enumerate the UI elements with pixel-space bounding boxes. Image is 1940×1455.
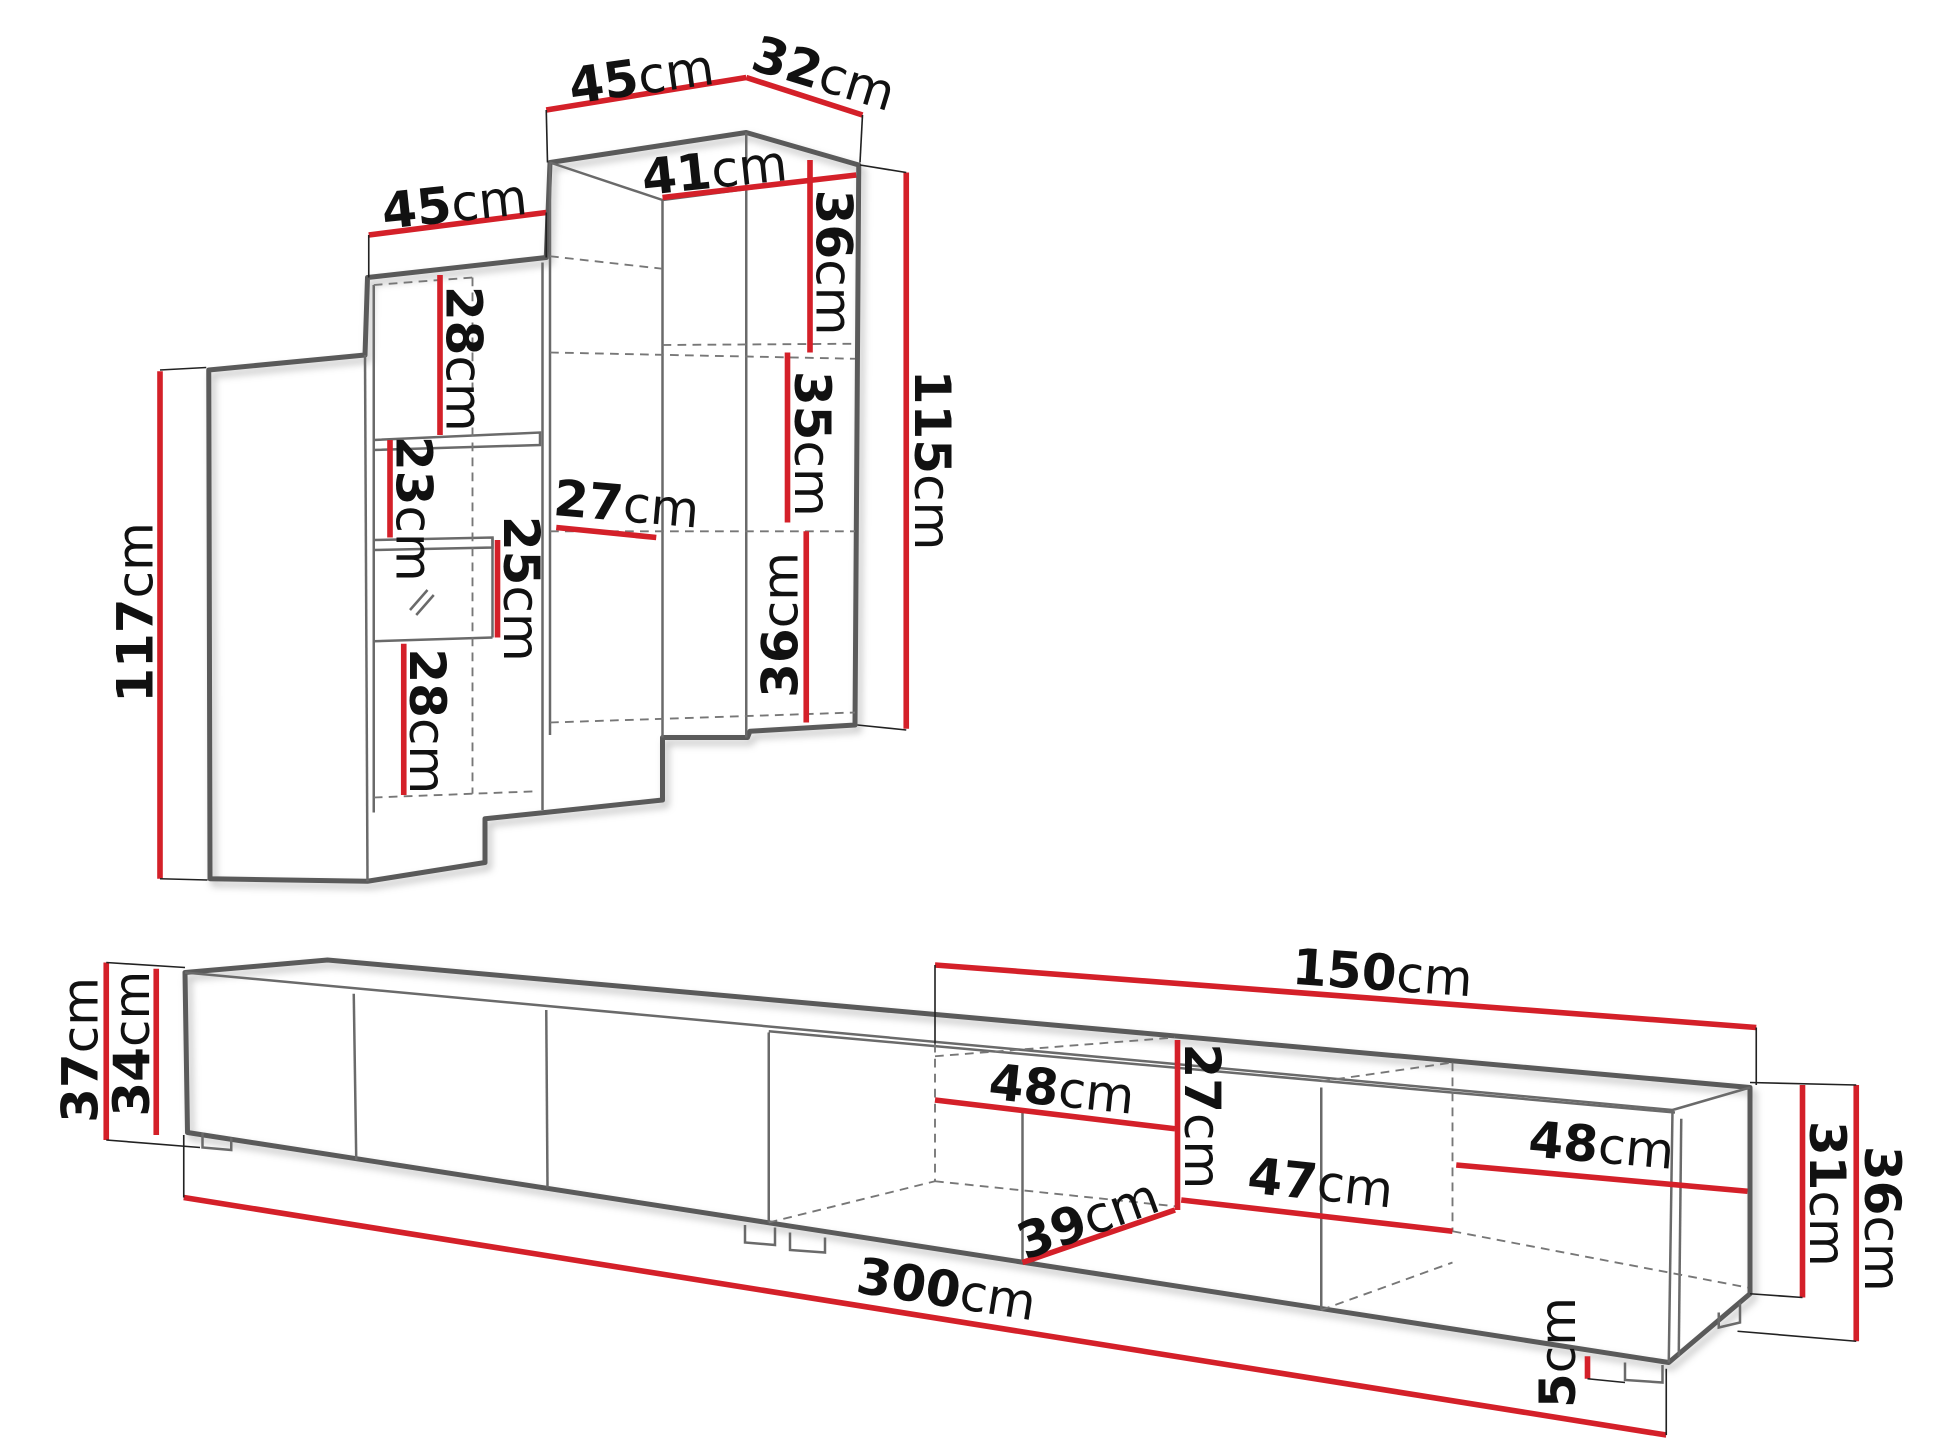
tv-stand-dimensions <box>103 961 1860 1438</box>
wall-unit-outline <box>206 130 862 884</box>
tv-stand-labels: 150cm 300cm 37cm 34cm 48cm 27cm 39cm 47c… <box>52 938 1912 1408</box>
label-5cm: 5cm <box>1529 1297 1587 1408</box>
label-32cm-depth: 32cm <box>746 25 902 123</box>
label-34cm: 34cm <box>103 971 161 1117</box>
label-48cm-left: 48cm <box>986 1053 1137 1126</box>
label-36cm-bottom-shelf: 36cm <box>752 552 810 698</box>
label-35cm: 35cm <box>783 371 841 517</box>
wall-unit-dimensions <box>157 74 910 881</box>
label-47cm: 47cm <box>1245 1147 1396 1220</box>
label-45cm-tall-cabinet: 45cm <box>565 38 717 116</box>
tv-stand-inner-lines <box>184 971 1751 1384</box>
label-36cm-right: 36cm <box>1853 1146 1911 1292</box>
wall-unit <box>206 130 862 884</box>
label-36cm-top-shelf: 36cm <box>804 190 862 336</box>
label-39cm: 39cm <box>1010 1167 1167 1271</box>
label-28cm-bottom: 28cm <box>398 648 456 794</box>
label-31cm: 31cm <box>1798 1121 1856 1267</box>
label-27cm-height: 27cm <box>1173 1043 1231 1189</box>
label-28cm-top: 28cm <box>434 286 492 432</box>
label-23cm: 23cm <box>384 436 442 582</box>
wall-unit-labels: 117cm 45cm 45cm 32cm 41cm 36cm 35cm 36cm… <box>107 25 962 794</box>
label-115cm: 115cm <box>903 370 961 551</box>
label-48cm-right: 48cm <box>1526 1110 1676 1180</box>
label-150cm: 150cm <box>1290 938 1474 1008</box>
label-45cm-left-cabinet: 45cm <box>379 168 530 241</box>
label-117cm: 117cm <box>107 522 165 703</box>
label-37cm: 37cm <box>52 977 110 1123</box>
label-41cm: 41cm <box>639 134 790 207</box>
label-25cm: 25cm <box>492 516 550 662</box>
label-27cm-depth: 27cm <box>551 469 701 539</box>
